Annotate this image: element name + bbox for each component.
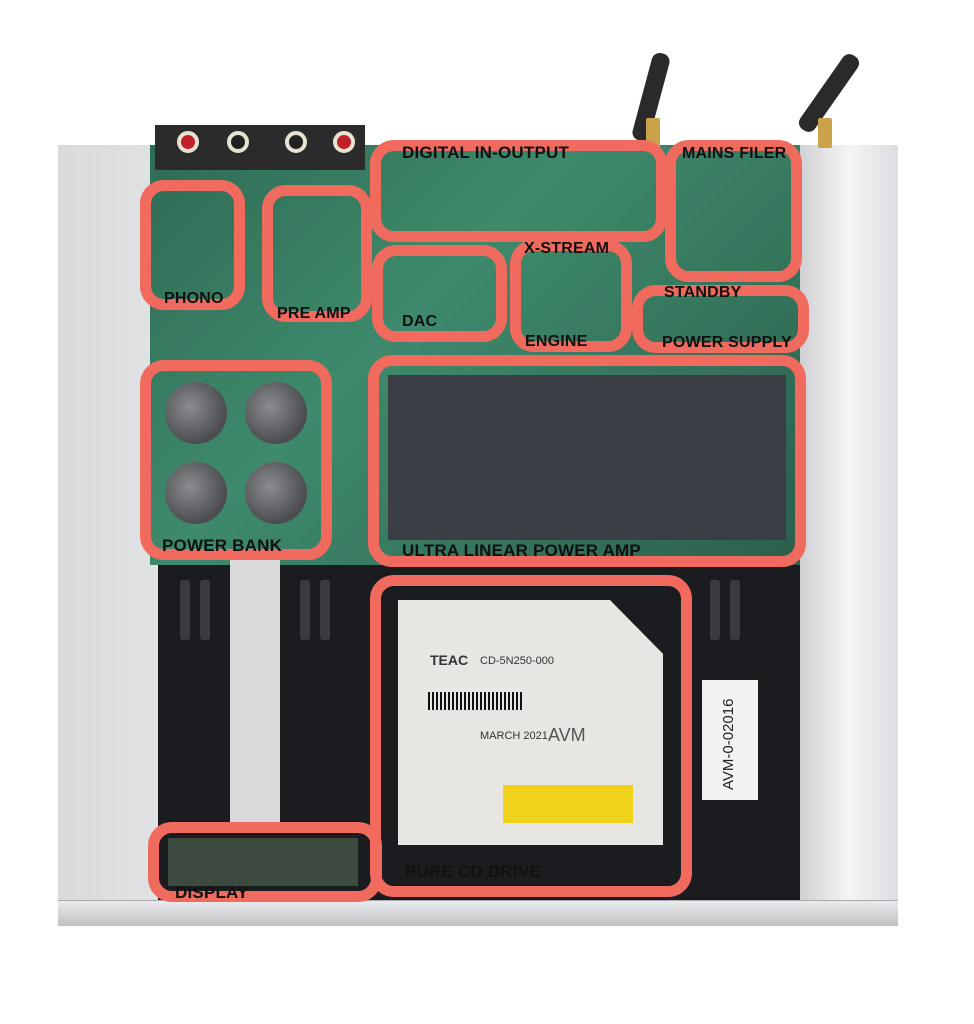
display-board (168, 838, 358, 886)
capacitor (165, 382, 227, 444)
display-highlight (148, 822, 382, 902)
label-mains: MAINS FILER (682, 145, 787, 162)
vent-slot (710, 580, 720, 640)
phono-highlight (140, 180, 245, 310)
capacitor (165, 462, 227, 524)
cd-model-text: CD-5N250-000 (480, 655, 554, 667)
front-panel (58, 900, 898, 926)
vent-slot (200, 580, 210, 640)
ribbon-cable (230, 560, 280, 830)
barcode (428, 692, 523, 710)
label-power-bank: POWER BANK (162, 536, 283, 555)
serial-text: AVM-0-02016 (720, 698, 737, 790)
xstream-highlight (510, 240, 632, 352)
rca-jack (285, 131, 307, 153)
antenna-right-base (818, 118, 832, 148)
label-display: DISPLAY (175, 883, 249, 902)
vent-slot (320, 580, 330, 640)
cd-date-text: MARCH 2021 (480, 730, 548, 742)
label-phono: PHONO (164, 290, 224, 307)
preamp-highlight (262, 185, 372, 322)
digital-io-highlight (370, 140, 667, 242)
vent-slot (180, 580, 190, 640)
rca-jack (333, 131, 355, 153)
standby-highlight (632, 285, 809, 353)
rca-jack (227, 131, 249, 153)
laser-warning-label (503, 785, 633, 823)
vent-slot (300, 580, 310, 640)
label-standby: STANDBY (664, 284, 742, 301)
serial-sticker: AVM-0-02016 (702, 680, 758, 800)
label-digital: DIGITAL IN-OUTPUT (402, 143, 570, 162)
label-power-supply: POWER SUPPLY (662, 334, 792, 351)
label-engine: ENGINE (525, 333, 588, 350)
capacitor (245, 462, 307, 524)
right-side-rail (800, 145, 898, 905)
cd-avm-logo: AVM (548, 725, 586, 745)
mains-filter-highlight (665, 140, 802, 282)
label-xstream: X-STREAM (524, 240, 610, 257)
label-dac: DAC (402, 313, 438, 330)
label-preamp: PRE AMP (277, 305, 351, 322)
power-bank-highlight (140, 360, 332, 560)
power-amp-cover (388, 375, 786, 540)
capacitor (245, 382, 307, 444)
dac-highlight (372, 245, 507, 342)
power-amp-highlight (368, 355, 806, 567)
label-cd-drive: PURE CD DRIVE (405, 862, 541, 881)
vent-slot (730, 580, 740, 640)
rca-jack (177, 131, 199, 153)
cd-drive-highlight (370, 575, 692, 897)
cd-drive-label: TEAC CD-5N250-000 MARCH 2021 AVM (398, 600, 663, 845)
cd-brand-text: TEAC (430, 652, 469, 668)
label-power-amp: ULTRA LINEAR POWER AMP (402, 541, 641, 560)
rca-panel (155, 125, 365, 170)
